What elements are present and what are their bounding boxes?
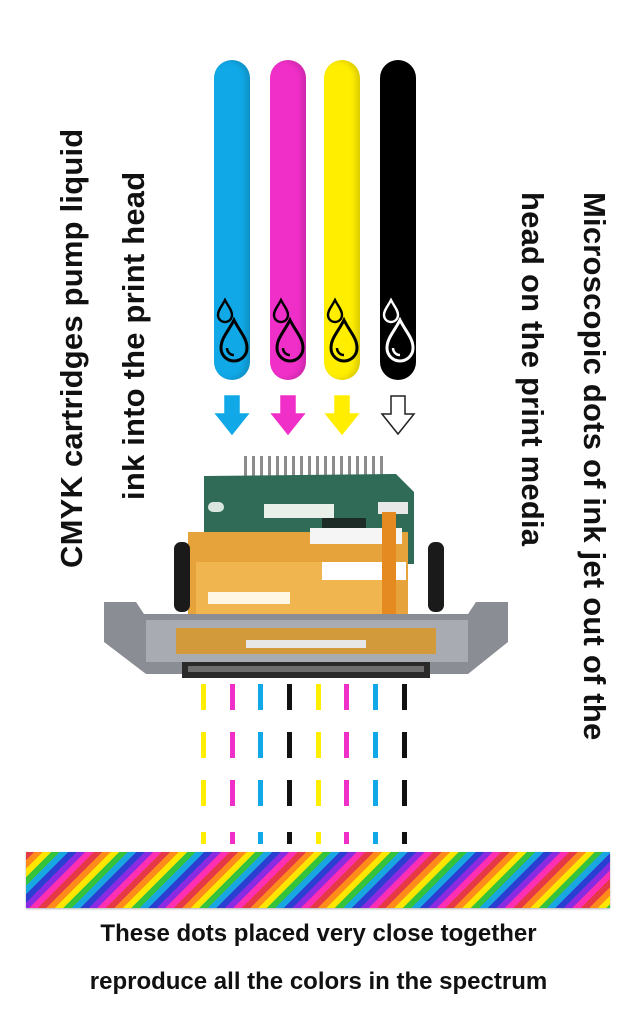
connector-pin: [340, 456, 343, 478]
ink-jet-dash: [287, 684, 292, 710]
ink-jet-dash: [230, 684, 235, 710]
connector-pin: [316, 456, 319, 478]
connector-pin: [276, 456, 279, 478]
ink-jet-dash: [230, 780, 235, 806]
ink-jet-dash: [402, 732, 407, 758]
print-head-icon: [104, 454, 508, 678]
ink-cartridge-tube: [380, 60, 416, 380]
connector-pin: [244, 456, 247, 478]
ink-jet-dash: [402, 684, 407, 710]
connector-pin: [332, 456, 335, 478]
connector-pin: [348, 456, 351, 478]
ink-jet-dash: [373, 732, 378, 758]
color-spectrum-bar: [26, 852, 610, 908]
bottom-caption-line-1: These dots placed very close together: [100, 920, 537, 947]
left-caption-line-2: ink into the print head: [116, 171, 151, 500]
connector-pin: [324, 456, 327, 478]
mount-post-left: [174, 542, 190, 612]
ink-jet-dash: [258, 832, 263, 844]
ink-jet-dash: [287, 832, 292, 844]
ink-drop-icon: [216, 297, 249, 363]
ink-cartridge-tube: [214, 60, 250, 380]
ink-jet-dash: [230, 732, 235, 758]
right-caption-line-1: Microscopic dots of ink jet out of the: [577, 192, 612, 741]
ink-jet-dash: [287, 732, 292, 758]
ink-cartridge-tube: [270, 60, 306, 380]
down-arrow-icon: [214, 394, 250, 438]
connector-pin: [308, 456, 311, 478]
ink-jet-dash: [373, 832, 378, 844]
connector-pin: [300, 456, 303, 478]
mount-post-right: [428, 542, 444, 612]
ink-jet-dash: [316, 732, 321, 758]
ink-jet-dash: [344, 732, 349, 758]
ink-jet-dash: [344, 780, 349, 806]
ink-jet-dash: [258, 684, 263, 710]
down-arrow-icon: [380, 394, 416, 438]
ink-drop-icon: [272, 297, 305, 363]
ink-jet-dash: [316, 832, 321, 844]
ink-jet-dash: [201, 732, 206, 758]
down-arrow-icon: [324, 394, 360, 438]
left-caption-line-1: CMYK cartridges pump liquid: [54, 128, 89, 568]
ink-jet-dash: [402, 780, 407, 806]
connector-pin: [284, 456, 287, 478]
right-caption-line-2: head on the print media: [515, 192, 550, 547]
connector-pin: [292, 456, 295, 478]
ink-jet-dash: [373, 780, 378, 806]
ink-cartridge-tube: [324, 60, 360, 380]
ink-jet-dash: [230, 832, 235, 844]
ink-jet-dash: [258, 780, 263, 806]
ink-jet-dash: [258, 732, 263, 758]
ink-drop-icon: [382, 297, 415, 363]
connector-pin: [268, 456, 271, 478]
connector-pin: [364, 456, 367, 478]
ink-jet-dots: [201, 684, 407, 844]
connector-pin: [260, 456, 263, 478]
connector-pin: [372, 456, 375, 478]
bottom-caption-line-2: reproduce all the colors in the spectrum: [89, 968, 548, 995]
ink-jet-dash: [201, 684, 206, 710]
ink-jet-dash: [402, 832, 407, 844]
ink-jet-dash: [316, 684, 321, 710]
ink-jet-dash: [344, 684, 349, 710]
connector-pin: [252, 456, 255, 478]
ink-jet-dash: [344, 832, 349, 844]
ink-jet-dash: [201, 832, 206, 844]
ink-jet-dash: [287, 780, 292, 806]
connector-pin: [356, 456, 359, 478]
ink-jet-dash: [201, 780, 206, 806]
connector-pin: [380, 456, 383, 478]
ink-jet-dash: [316, 780, 321, 806]
ink-drop-icon: [326, 297, 359, 363]
down-arrow-icon: [270, 394, 306, 438]
ink-jet-dash: [373, 684, 378, 710]
